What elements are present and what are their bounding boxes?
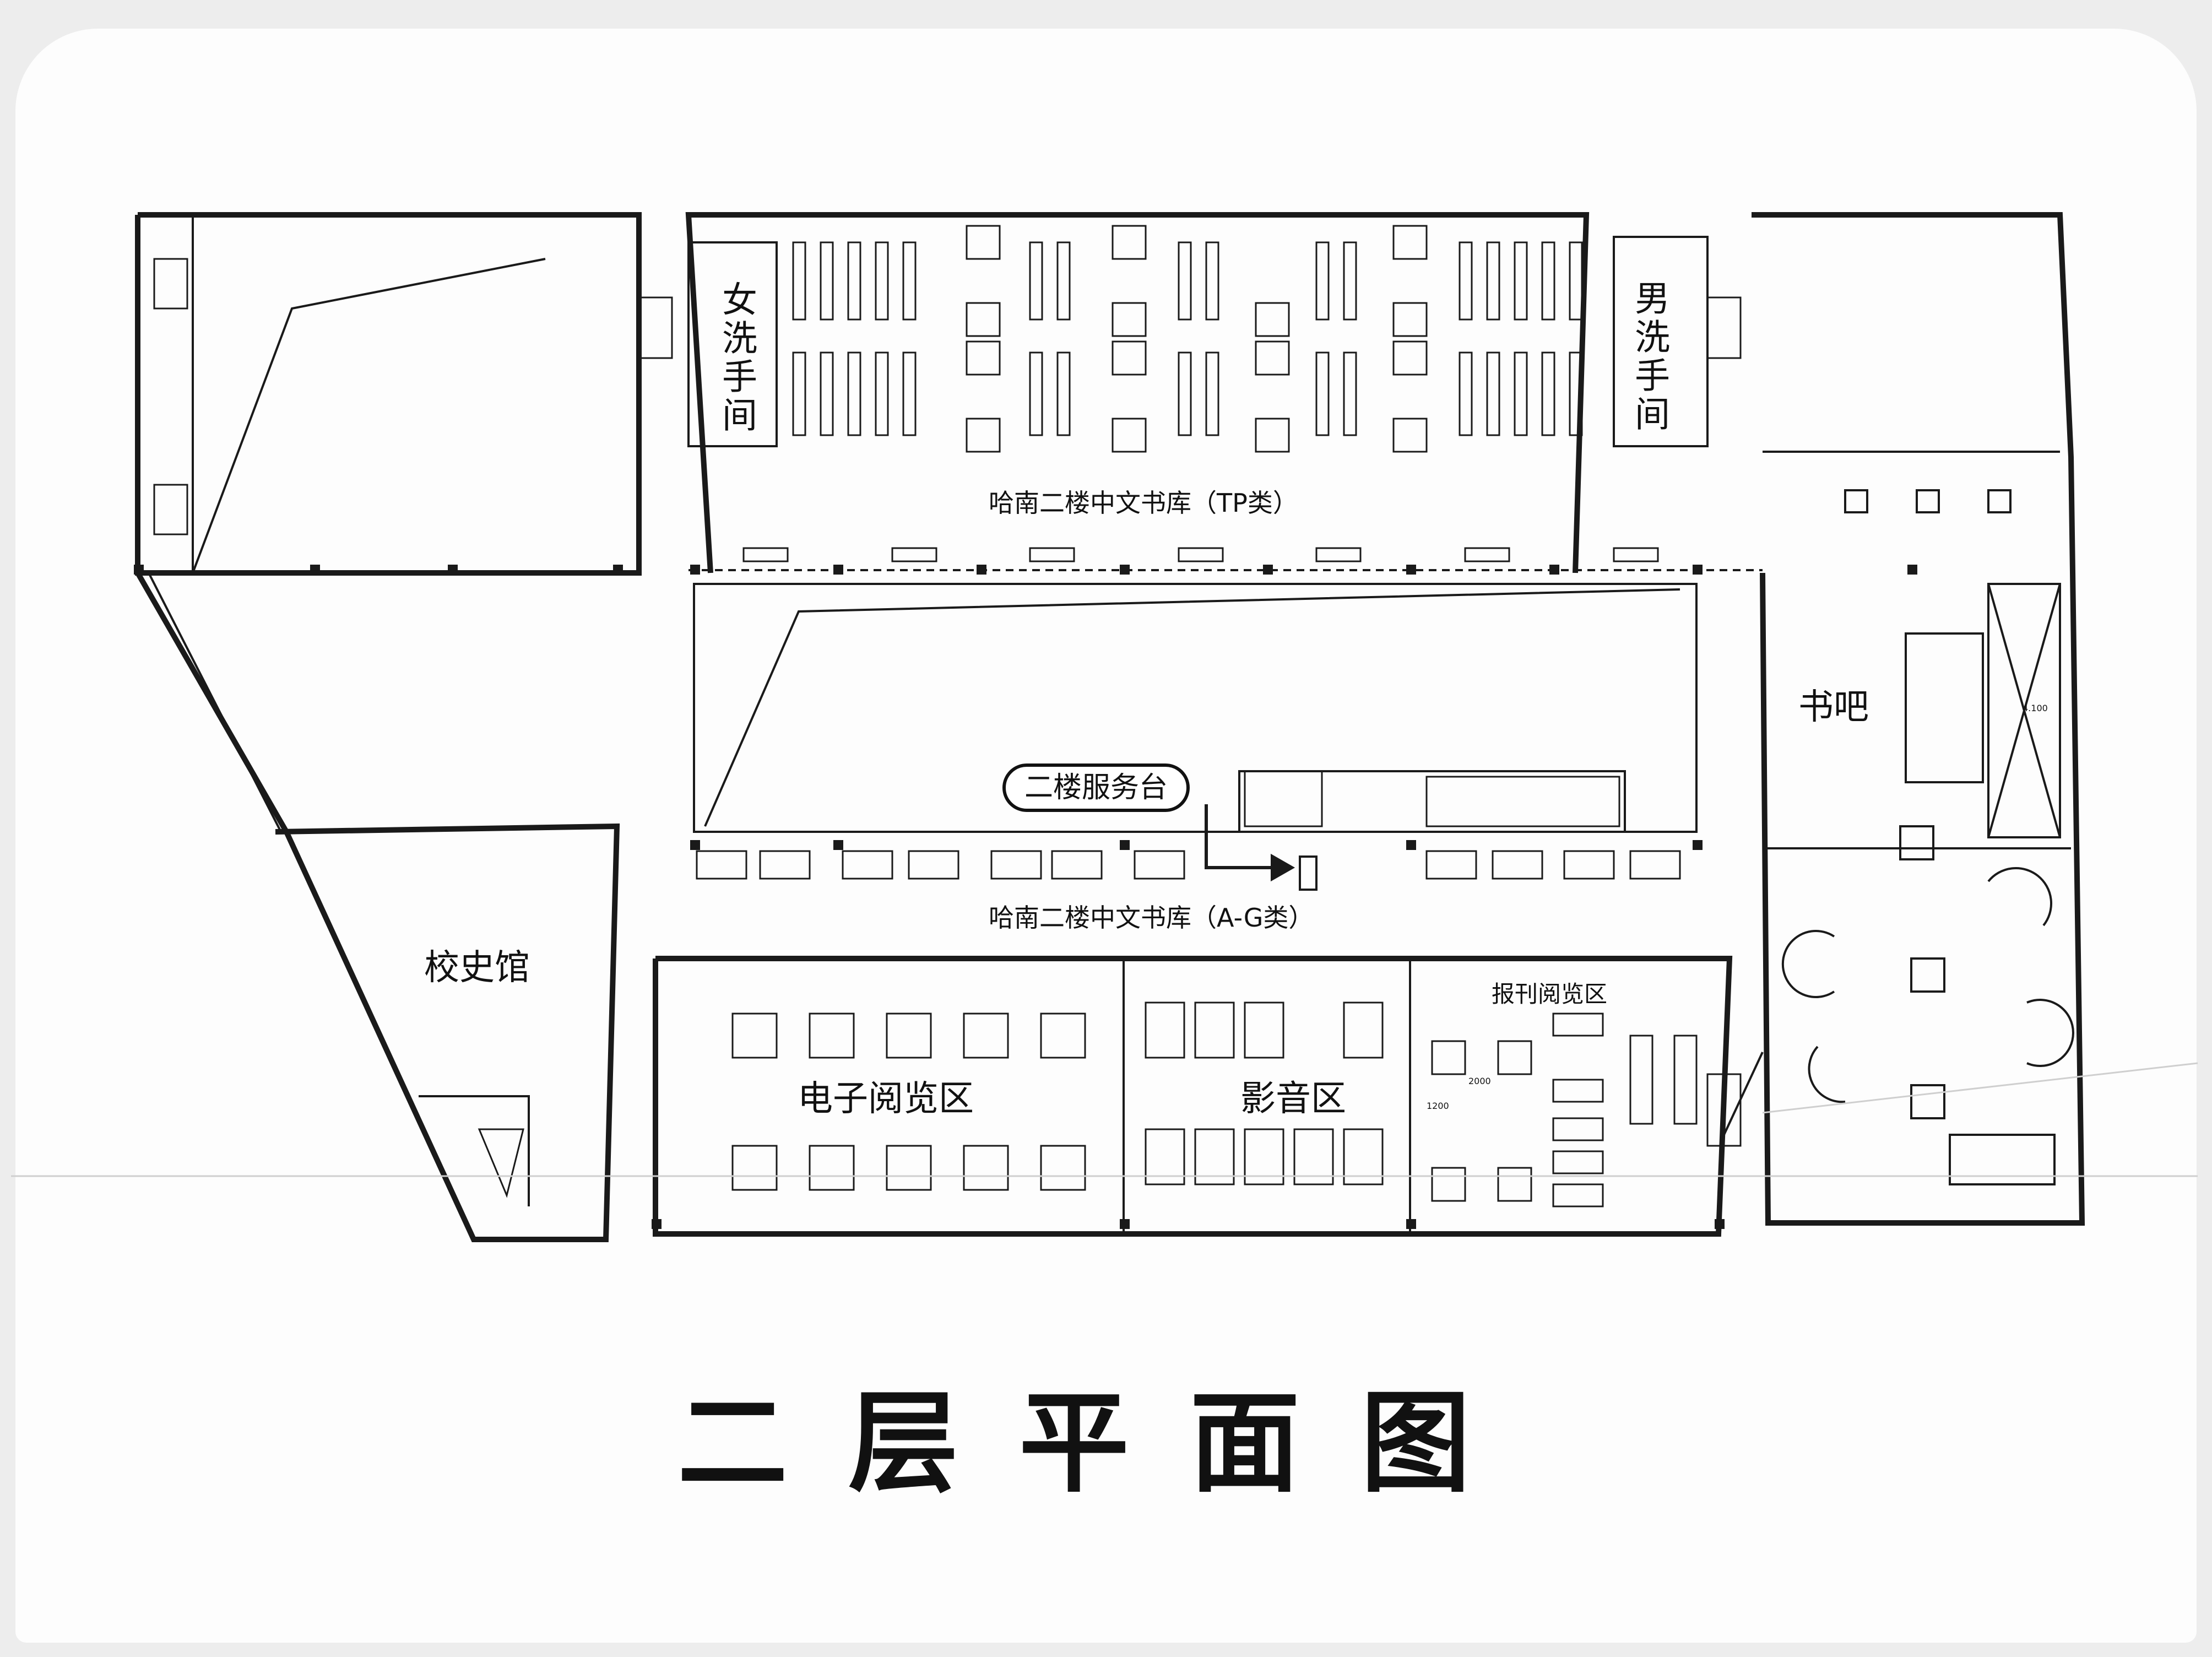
computer-clusters (731, 1012, 1086, 1191)
stairs (153, 258, 1742, 1198)
book-shelves-tp (792, 241, 1583, 436)
book-bar-furniture (1781, 489, 2074, 1185)
book-shelves-ag (696, 850, 1681, 880)
inner-walls (148, 215, 2071, 1234)
dimension-1200: 1200 (1427, 1101, 1449, 1111)
elevation-marker: 4.100 (2023, 703, 2048, 713)
stacks-ag-label: 哈南二楼中文书库（A-G类） (989, 903, 1314, 933)
outer-walls (135, 212, 2085, 1242)
av-zone-label: 影音区 (1240, 1079, 1346, 1119)
benches-corridor (742, 547, 1659, 562)
av-shelves (1145, 1001, 1384, 1185)
service-desk-arrow (1205, 804, 1318, 891)
womens-restroom-label: 女洗手间 (716, 281, 757, 435)
study-tables-tp (966, 225, 1428, 453)
paper-sheet (15, 29, 2197, 1643)
history-museum-label: 校史馆 (424, 947, 530, 988)
book-bar-label: 书吧 (1798, 687, 1869, 728)
stacks-tp-label: 哈南二楼中文书库（TP类） (989, 488, 1298, 518)
plan-title: 二层平面图 (677, 1378, 1532, 1508)
newspaper-racks (1431, 1012, 1698, 1207)
fold-creases (11, 1062, 2198, 1177)
mens-restroom-label: 男洗手间 (1629, 280, 1669, 434)
newspaper-reading-label: 报刊阅览区 (1492, 981, 1608, 1008)
e-reading-label: 电子阅览区 (798, 1079, 974, 1119)
service-desk-label: 二楼服务台 (1002, 763, 1190, 812)
columns (134, 565, 1917, 1229)
dimension-2000: 2000 (1468, 1076, 1491, 1086)
